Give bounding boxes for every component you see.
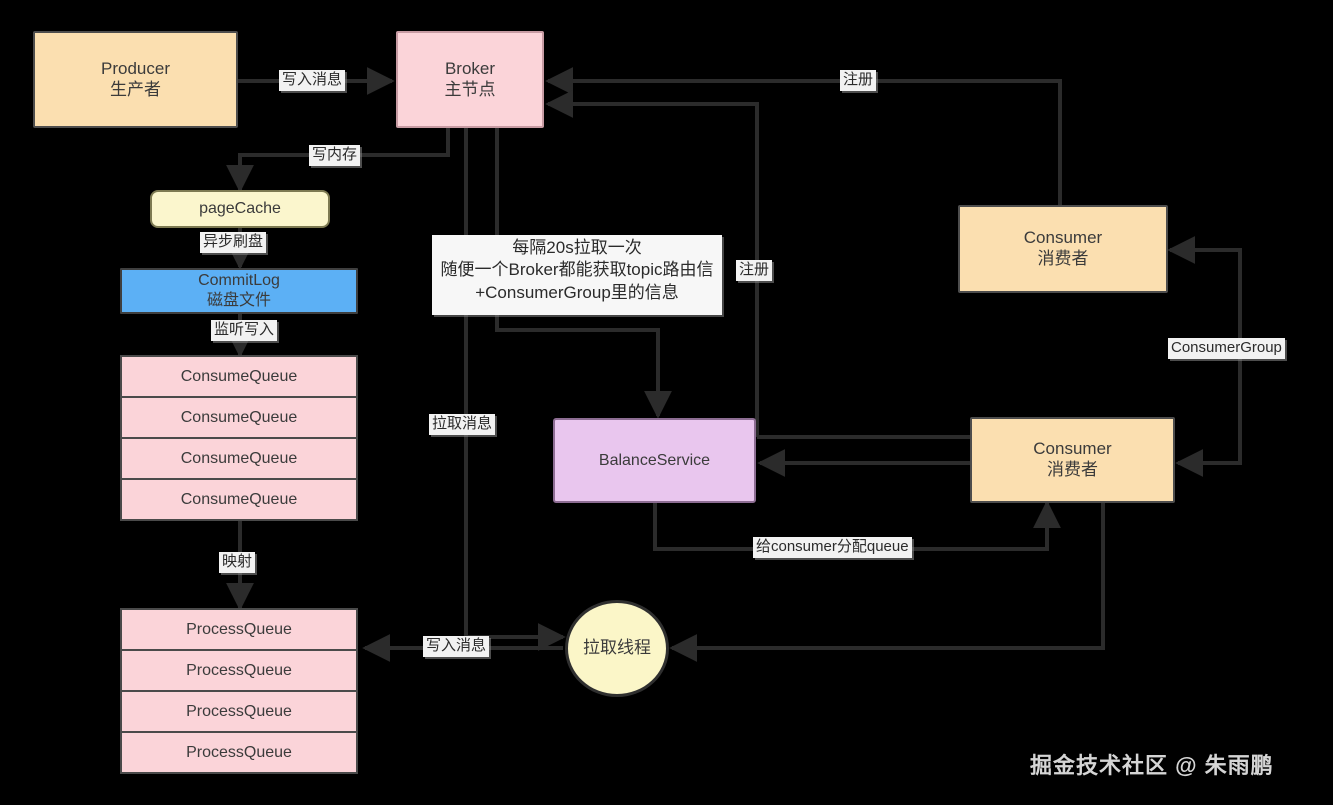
node-commitlog-label-zh: 磁盘文件 <box>206 292 271 309</box>
node-consumer-top-label-zh: 消费者 <box>1037 249 1089 268</box>
edge-label-listen-write: 监听写入 <box>211 320 278 341</box>
edge-balance-broker-register <box>545 90 759 437</box>
node-pagecache-label: pageCache <box>199 200 281 218</box>
node-balance-service-label: BalanceService <box>598 451 711 469</box>
node-producer-label-zh: 生产者 <box>110 79 161 99</box>
node-broker-label-zh: 主节点 <box>444 79 496 99</box>
node-consumer-top-label-en: Consumer <box>1023 228 1103 248</box>
node-consumer-top[interactable]: Consumer 消费者 <box>958 205 1168 293</box>
list-item[interactable]: ConsumeQueue <box>122 398 356 439</box>
annotation-line-1: 每隔20s拉取一次 <box>512 238 642 257</box>
node-broker-label-en: Broker <box>444 58 496 78</box>
list-item[interactable]: ConsumeQueue <box>122 357 356 398</box>
list-item[interactable]: ProcessQueue <box>122 610 356 651</box>
stack-consume-queue[interactable]: ConsumeQueue ConsumeQueue ConsumeQueue C… <box>120 355 358 521</box>
node-consumer-bottom-label-zh: 消费者 <box>1047 460 1098 479</box>
list-item[interactable]: ProcessQueue <box>186 743 292 761</box>
list-item[interactable]: ConsumeQueue <box>122 439 356 480</box>
edge-label-write-memory: 写内存 <box>309 145 361 166</box>
list-item[interactable]: ProcessQueue <box>122 692 356 733</box>
node-pagecache[interactable]: pageCache <box>150 190 330 228</box>
edge-consumer-top-register <box>545 67 1062 205</box>
node-commitlog-label-en: CommitLog <box>198 272 280 290</box>
edge-consumer-group-lower <box>1175 420 1242 477</box>
node-pull-thread[interactable]: 拉取线程 <box>565 600 669 697</box>
node-broker[interactable]: Broker 主节点 <box>396 31 544 128</box>
node-pull-thread-label: 拉取线程 <box>583 638 651 658</box>
annotation-line-2: 随便一个Broker都能获取topic路由信 <box>440 260 714 280</box>
edge-label-register-top: 注册 <box>840 70 877 91</box>
annotation-line-3: +ConsumerGroup里的信息 <box>475 282 679 302</box>
watermark: 掘金技术社区 @ 朱雨鹏 <box>1030 753 1274 778</box>
edge-label-register-mid: 注册 <box>736 260 773 281</box>
node-commitlog[interactable]: CommitLog 磁盘文件 <box>120 268 358 314</box>
node-balance-service[interactable]: BalanceService <box>553 418 756 503</box>
node-consumer-bottom[interactable]: Consumer 消费者 <box>970 417 1175 503</box>
edge-broker-pullthread <box>464 128 566 651</box>
stack-process-queue[interactable]: ProcessQueue ProcessQueue ProcessQueue P… <box>120 608 358 774</box>
annotation-textbox: 每隔20s拉取一次 随便一个Broker都能获取topic路由信 +Consum… <box>432 235 722 315</box>
edge-label-mapping: 映射 <box>219 552 256 573</box>
edge-label-assign-queue: 给consumer分配queue <box>753 537 912 558</box>
edge-consumer-group <box>1167 236 1242 420</box>
node-producer[interactable]: Producer 生产者 <box>33 31 238 128</box>
edge-broker-balanceservice <box>495 128 672 419</box>
list-item[interactable]: ConsumeQueue <box>180 490 298 508</box>
edge-label-write-message-bottom: 写入消息 <box>423 636 490 657</box>
edge-consumer-bottom-pullthread <box>669 503 1105 662</box>
list-item[interactable]: ProcessQueue <box>122 651 356 692</box>
edge-label-write-message-top: 写入消息 <box>279 70 346 91</box>
node-producer-label-en: Producer <box>101 58 170 78</box>
edge-label-async-flush: 异步刷盘 <box>200 232 267 253</box>
edge-label-consumer-group: ConsumerGroup <box>1168 338 1285 359</box>
node-consumer-bottom-label-en: Consumer <box>1033 439 1112 459</box>
edge-label-pull-message: 拉取消息 <box>429 414 496 435</box>
